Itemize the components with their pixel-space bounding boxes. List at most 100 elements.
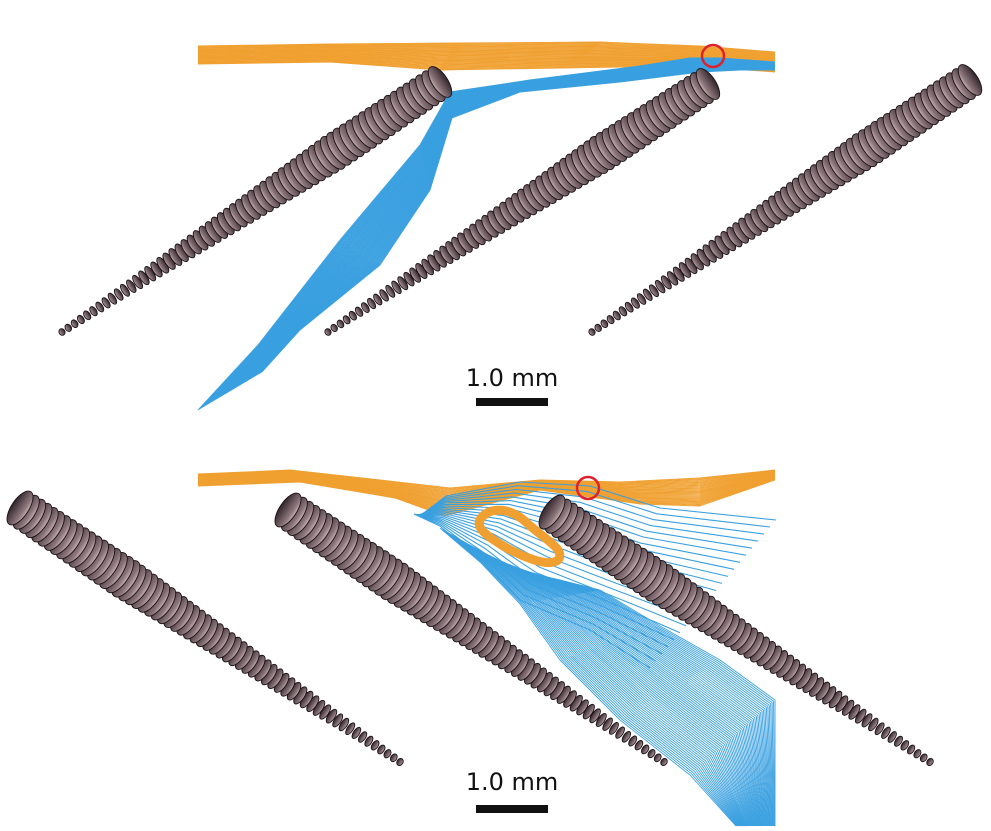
hair-top-right-segment — [654, 279, 666, 294]
hair-top-left-segment — [83, 310, 92, 321]
blue-streamline — [419, 481, 777, 521]
blue-streamline — [445, 530, 739, 827]
blue-streamline — [451, 534, 743, 827]
hair-top-middle-segment — [336, 319, 345, 329]
blue-streamline — [450, 533, 742, 827]
blue-streamlines-top — [197, 57, 776, 411]
hair-bottom-middle-segment — [615, 726, 625, 739]
orange-streamline — [197, 470, 776, 492]
blue-streamline — [464, 541, 749, 827]
hair-bottom-right-segment — [894, 735, 903, 747]
blue-streamline — [442, 529, 738, 827]
hair-top-right-segment — [588, 328, 596, 336]
blue-streamline — [447, 532, 741, 827]
hair-bottom-right-segment — [919, 753, 928, 763]
orange-streamline — [197, 42, 776, 54]
hair-top-right-segment — [624, 301, 634, 313]
blue-streamline — [519, 573, 776, 826]
scale-bar-bottom: 1.0 mm — [466, 768, 559, 813]
orange-streamline — [197, 52, 776, 63]
hair-top-right-segment — [612, 310, 621, 321]
hair-top-left-segment — [119, 283, 131, 297]
hair-top-middle-segment — [361, 302, 370, 313]
blue-streamline — [460, 539, 747, 827]
hair-bottom-left-segment — [351, 726, 362, 739]
orange-streamline — [197, 52, 776, 63]
recirculation-vortex — [474, 505, 565, 568]
hair-top-right-segment — [630, 297, 640, 309]
tracking-marker-bottom — [575, 475, 601, 501]
hair-bottom-left-segment — [325, 708, 338, 724]
panel-bottom: 1.0 mm — [6, 469, 934, 827]
hair-bottom-left-segment — [383, 749, 392, 759]
hair-bottom-right — [538, 494, 934, 767]
orange-streamline — [197, 51, 776, 62]
blue-streamline — [261, 69, 775, 373]
blue-streamlines-bottom — [413, 481, 777, 827]
hair-top-right-segment — [642, 288, 653, 301]
hair-bottom-right-segment — [874, 722, 885, 736]
hair-top-right-segment — [636, 293, 647, 305]
hair-bottom-middle-segment — [634, 740, 644, 751]
orange-streamlines-bottom — [197, 469, 776, 517]
hair-top-middle-segment — [348, 310, 357, 321]
blue-streamline — [458, 538, 746, 827]
blue-streamline — [418, 496, 753, 549]
hair-bottom-middle-segment — [621, 731, 632, 743]
hair-top-left-segment — [58, 328, 66, 336]
blue-streamline — [454, 536, 744, 827]
blue-streamline — [419, 485, 771, 528]
hair-top-right-segment — [600, 319, 609, 328]
hair-bottom-right-segment — [906, 744, 916, 755]
orange-streamline — [197, 44, 776, 55]
hair-top-middle-segment — [695, 68, 721, 100]
scale-bar-label-bottom: 1.0 mm — [466, 768, 559, 796]
hair-bottom-left-segment — [6, 490, 34, 526]
blue-streamline — [418, 503, 741, 563]
hair-bottom-middle-segment — [274, 492, 302, 528]
tracking-marker-top — [700, 43, 726, 69]
hair-bottom-middle — [274, 492, 668, 767]
hair-bottom-middle-segment — [653, 753, 662, 763]
hair-top-right — [588, 64, 983, 336]
hair-top-middle-segment — [354, 306, 364, 317]
hair-top-right-segment — [594, 323, 602, 332]
blue-streamline — [415, 514, 693, 620]
scale-bar-top: 1.0 mm — [466, 364, 559, 406]
orange-streamline — [197, 49, 776, 60]
hair-top-right-segment — [957, 64, 983, 96]
hair-top-left-segment — [427, 66, 453, 98]
blue-streamline — [456, 537, 745, 827]
hair-bottom-left-segment — [364, 735, 374, 747]
hair-bottom-left — [6, 490, 404, 767]
scale-bar-label-top: 1.0 mm — [466, 364, 559, 392]
orange-streamline — [197, 45, 776, 56]
hair-bottom-right-segment — [538, 494, 566, 530]
hair-top-middle-segment — [367, 297, 377, 310]
hair-top-left-segment — [113, 288, 124, 301]
blue-streamline — [417, 505, 735, 570]
hair-bottom-middle-segment — [628, 735, 638, 747]
blue-streamline — [441, 528, 738, 827]
hair-top-right-segment — [606, 315, 615, 325]
blue-streamline — [443, 529, 739, 827]
orange-streamline — [197, 49, 776, 59]
hair-top-middle-segment — [379, 289, 389, 302]
hair-bottom-middle-segment — [660, 757, 668, 767]
hair-bottom-middle-segment — [608, 722, 619, 735]
orange-streamline — [197, 46, 776, 57]
orange-streamline — [197, 51, 776, 61]
orange-streamline — [197, 50, 776, 61]
orange-streamline — [197, 50, 776, 60]
blue-streamline — [439, 527, 737, 827]
hair-top-left — [58, 66, 453, 336]
hair-top-left-segment — [95, 301, 105, 313]
hair-top-right-segment — [660, 275, 672, 290]
hair-bottom-middle-segment — [641, 744, 650, 755]
orange-streamline — [197, 41, 776, 53]
hair-top-middle — [324, 68, 721, 336]
blue-streamline — [418, 500, 747, 556]
hair-bottom-left-segment — [396, 757, 404, 767]
orange-streamline — [197, 479, 776, 517]
